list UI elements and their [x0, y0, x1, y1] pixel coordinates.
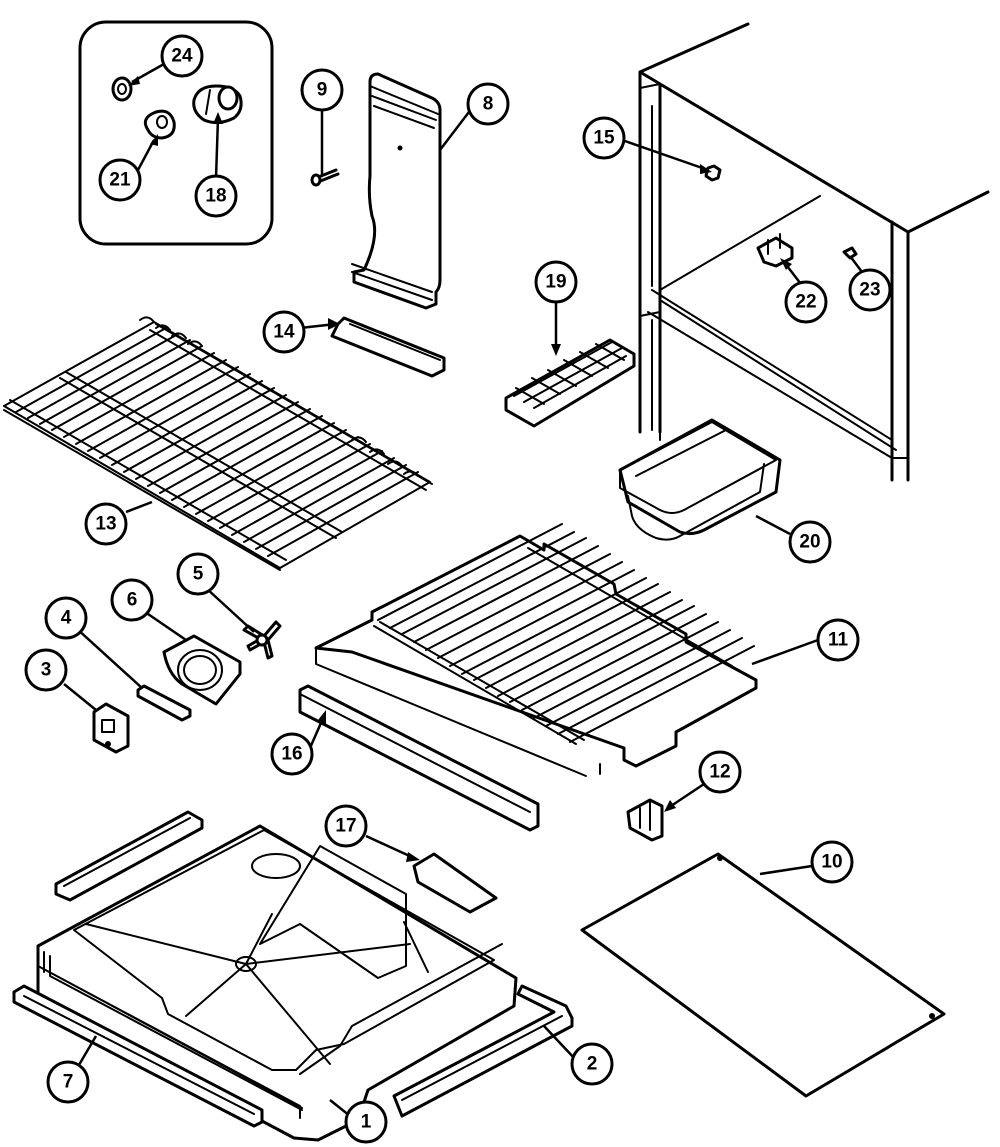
- part-20-bin: [618, 418, 782, 541]
- svg-text:13: 13: [95, 514, 116, 535]
- svg-text:3: 3: [41, 660, 52, 681]
- callout-10: 10: [810, 840, 854, 884]
- callout-15: 15: [582, 116, 626, 160]
- svg-text:24: 24: [171, 46, 193, 67]
- callout-19: 19: [534, 260, 578, 304]
- svg-text:6: 6: [127, 590, 138, 611]
- callout-8: 8: [466, 82, 510, 126]
- svg-text:16: 16: [281, 744, 302, 765]
- part-23-clip: [842, 246, 858, 260]
- svg-text:14: 14: [273, 322, 295, 343]
- callout-12: 12: [698, 750, 742, 794]
- svg-text:9: 9: [317, 80, 328, 101]
- callout-6: 6: [110, 578, 154, 622]
- svg-text:2: 2: [587, 1054, 598, 1075]
- part-21-knob: [143, 109, 176, 140]
- part-22-clip: [756, 236, 794, 268]
- cabinet-frame: [638, 22, 990, 482]
- svg-text:1: 1: [361, 1112, 372, 1133]
- svg-text:10: 10: [821, 852, 842, 873]
- svg-text:21: 21: [109, 170, 131, 191]
- part-4-bracket: [136, 684, 192, 722]
- svg-text:4: 4: [61, 608, 72, 629]
- callout-21: 21: [98, 158, 142, 202]
- svg-text:18: 18: [205, 186, 226, 207]
- inset-box: [78, 20, 274, 246]
- svg-text:12: 12: [709, 762, 730, 783]
- callout-13: 13: [84, 502, 128, 546]
- part-11-shelf: [314, 523, 758, 777]
- svg-text:20: 20: [799, 532, 820, 553]
- part-14-bracket: [330, 316, 446, 378]
- part-24-knob: [111, 76, 133, 102]
- part-3-motor: [92, 702, 130, 754]
- part-2-rail: [392, 984, 574, 1118]
- part-13-wire-shelf: [3, 316, 433, 571]
- svg-text:17: 17: [335, 816, 356, 837]
- callout-23: 23: [848, 268, 892, 312]
- svg-text:7: 7: [63, 1072, 74, 1093]
- part-17-cover-plate: [412, 852, 498, 914]
- svg-text:5: 5: [193, 564, 204, 585]
- callout-4: 4: [44, 596, 88, 640]
- rail-left: [54, 810, 204, 902]
- callout-11: 11: [816, 618, 860, 662]
- callout-22: 22: [784, 280, 828, 324]
- svg-text:22: 22: [795, 292, 816, 313]
- svg-text:11: 11: [828, 630, 849, 651]
- part-19-ice-tray: [504, 338, 636, 428]
- part-15-screw: [704, 164, 722, 182]
- part-12-clip: [626, 798, 664, 842]
- leader-lines: [63, 62, 863, 1117]
- callout-16: 16: [270, 732, 314, 776]
- callout-2: 2: [570, 1042, 614, 1086]
- part-10-panel: [580, 852, 946, 1098]
- callout-14: 14: [262, 310, 306, 354]
- callout-1: 1: [344, 1100, 388, 1144]
- part-7-strip: [12, 984, 264, 1128]
- callout-9: 9: [300, 68, 344, 112]
- callout-3: 3: [24, 648, 68, 692]
- callout-5: 5: [176, 552, 220, 596]
- svg-text:23: 23: [859, 280, 880, 301]
- callout-18: 18: [194, 174, 238, 218]
- svg-text:19: 19: [545, 272, 566, 293]
- svg-text:15: 15: [593, 128, 615, 149]
- callout-7: 7: [46, 1060, 90, 1104]
- part-8-duct-cover: [351, 72, 442, 310]
- callout-20: 20: [788, 520, 832, 564]
- part-9-screw: [310, 168, 340, 187]
- callout-24: 24: [160, 34, 204, 78]
- part-6-fan-shroud: [162, 634, 242, 706]
- svg-text:8: 8: [483, 94, 494, 115]
- part-16-strip: [298, 684, 540, 832]
- callout-17: 17: [324, 804, 368, 848]
